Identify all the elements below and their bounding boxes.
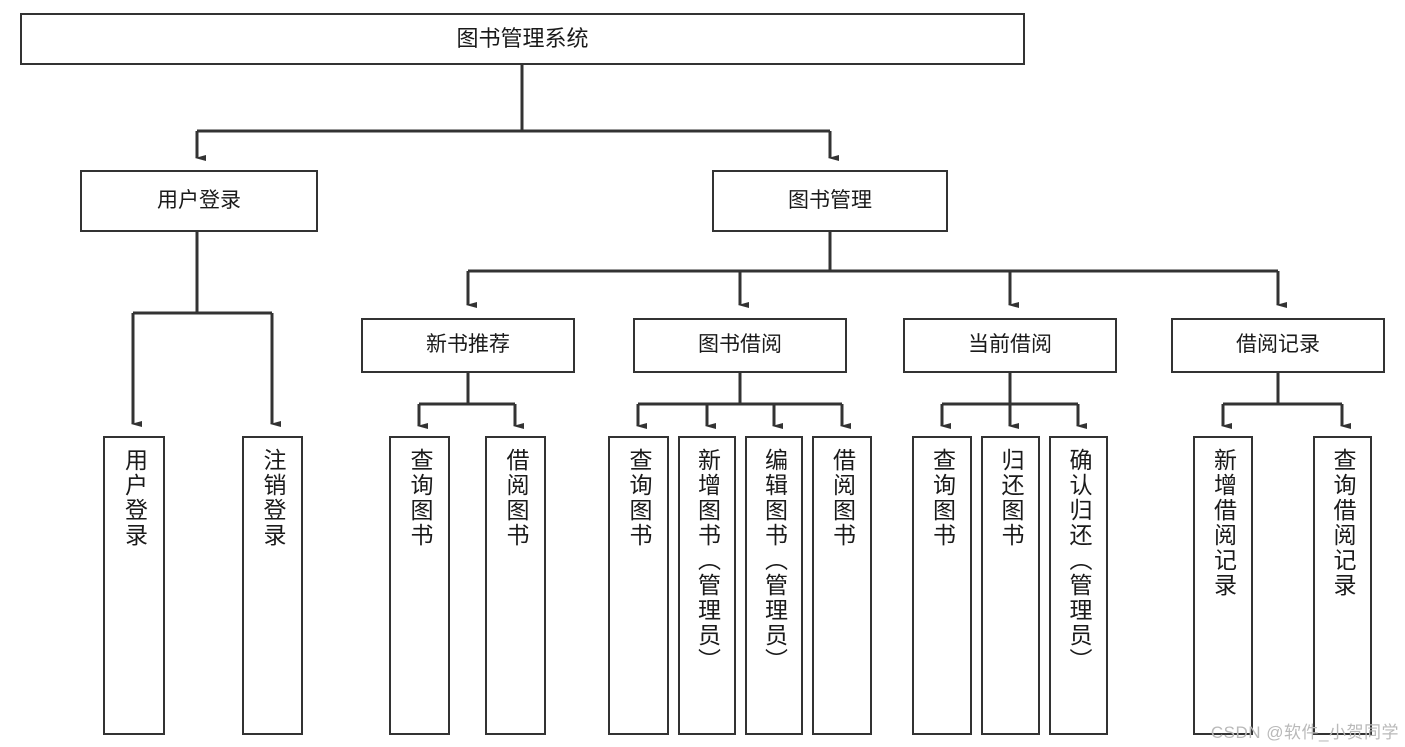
node-label: 新书推荐 bbox=[426, 333, 510, 357]
leaf-current-confirm-return-admin[interactable]: 确认归还（管理员） bbox=[1049, 436, 1108, 735]
leaf-borrow-borrow-book[interactable]: 借阅图书 bbox=[812, 436, 872, 735]
leaf-borrow-add-book-admin[interactable]: 新增图书（管理员） bbox=[678, 436, 736, 735]
node-label: 注销登录 bbox=[260, 448, 286, 548]
node-current-borrowing[interactable]: 当前借阅 bbox=[903, 318, 1117, 373]
node-label: 借阅记录 bbox=[1236, 333, 1320, 357]
csdn-watermark: CSDN @软件_小贺同学 bbox=[1210, 723, 1399, 742]
leaf-records-add-record[interactable]: 新增借阅记录 bbox=[1193, 436, 1253, 735]
node-root-book-management-system[interactable]: 图书管理系统 bbox=[20, 13, 1025, 65]
node-label: 新增借阅记录 bbox=[1210, 448, 1237, 598]
leaf-borrow-query-book[interactable]: 查询图书 bbox=[608, 436, 669, 735]
leaf-records-query-record[interactable]: 查询借阅记录 bbox=[1313, 436, 1372, 735]
node-label: 新增图书（管理员） bbox=[694, 448, 721, 673]
leaf-newbook-borrow-book[interactable]: 借阅图书 bbox=[485, 436, 546, 735]
node-book-borrowing[interactable]: 图书借阅 bbox=[633, 318, 847, 373]
node-label: 查询借阅记录 bbox=[1330, 448, 1356, 598]
node-borrowing-records[interactable]: 借阅记录 bbox=[1171, 318, 1385, 373]
leaf-user-logout[interactable]: 注销登录 bbox=[242, 436, 303, 735]
leaf-newbook-query-book[interactable]: 查询图书 bbox=[389, 436, 450, 735]
node-label: 编辑图书（管理员） bbox=[761, 448, 788, 673]
node-label: 图书管理系统 bbox=[456, 26, 589, 52]
node-label: 确认归还（管理员） bbox=[1066, 448, 1092, 673]
node-new-book-recommendation[interactable]: 新书推荐 bbox=[361, 318, 575, 373]
node-label: 查询图书 bbox=[929, 448, 956, 548]
node-label: 查询图书 bbox=[407, 448, 433, 548]
node-book-management[interactable]: 图书管理 bbox=[712, 170, 948, 232]
node-label: 借阅图书 bbox=[503, 448, 529, 548]
node-label: 查询图书 bbox=[626, 448, 652, 548]
node-label: 图书借阅 bbox=[698, 333, 782, 357]
node-user-login[interactable]: 用户登录 bbox=[80, 170, 318, 232]
node-label: 用户登录 bbox=[157, 188, 241, 212]
node-label: 图书管理 bbox=[788, 188, 872, 212]
node-label: 归还图书 bbox=[998, 448, 1024, 548]
leaf-borrow-edit-book-admin[interactable]: 编辑图书（管理员） bbox=[745, 436, 803, 735]
node-label: 当前借阅 bbox=[968, 333, 1052, 357]
leaf-user-login[interactable]: 用户登录 bbox=[103, 436, 165, 735]
leaf-current-return-book[interactable]: 归还图书 bbox=[981, 436, 1040, 735]
node-label: 用户登录 bbox=[121, 448, 148, 548]
leaf-current-query-book[interactable]: 查询图书 bbox=[912, 436, 972, 735]
node-label: 借阅图书 bbox=[829, 448, 856, 548]
